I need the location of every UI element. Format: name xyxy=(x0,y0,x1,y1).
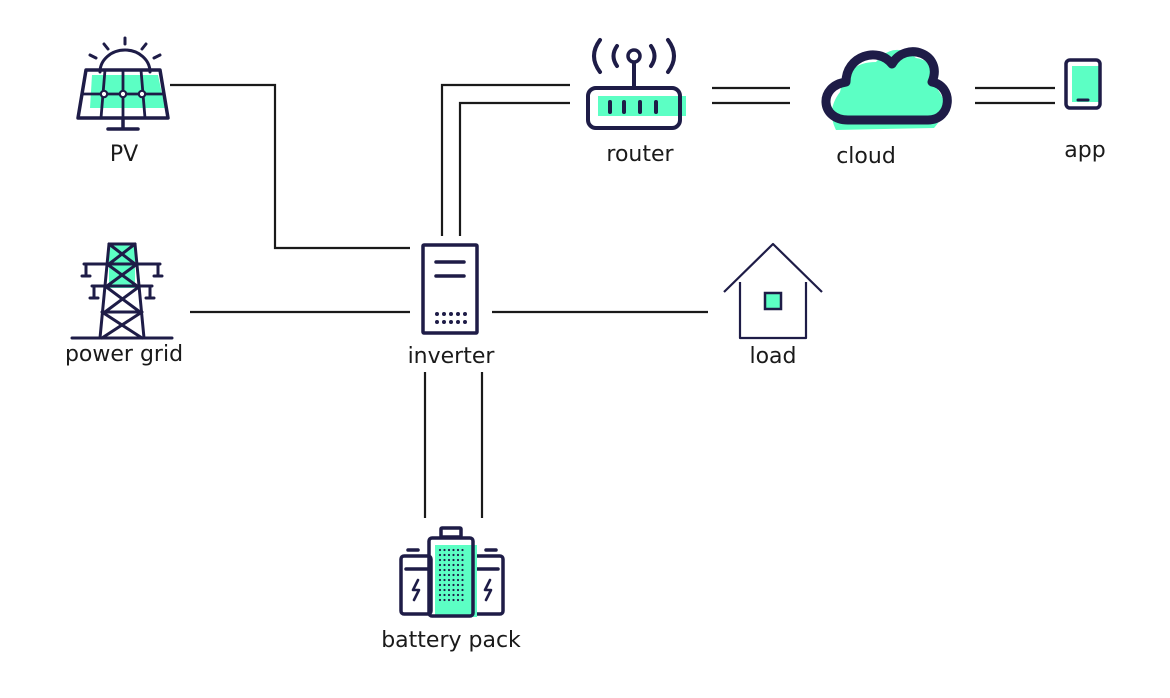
inverter-icon xyxy=(421,243,479,335)
inverter-to-router-line-a xyxy=(440,83,570,236)
house-icon xyxy=(723,242,823,340)
battery-pack-label: battery pack xyxy=(381,628,521,653)
solar-panel-icon xyxy=(76,36,170,131)
pv-label: PV xyxy=(109,142,139,167)
router-icon xyxy=(586,38,686,130)
cloud-icon xyxy=(821,47,952,130)
pv-to-inverter-line xyxy=(170,83,410,250)
load-label: load xyxy=(749,344,797,369)
battery-cell-dots xyxy=(438,548,464,602)
cloud-label: cloud xyxy=(836,144,896,169)
app-label: app xyxy=(1064,138,1106,163)
connection-lines xyxy=(170,83,1055,518)
power-tower-icon xyxy=(70,242,174,340)
power-grid-label: power grid xyxy=(64,342,184,367)
battery-pack-icon xyxy=(399,526,505,618)
phone-icon xyxy=(1064,58,1102,110)
inverter-to-router-line-b xyxy=(458,101,570,236)
router-label: router xyxy=(606,142,674,167)
inverter-label: inverter xyxy=(407,344,495,369)
